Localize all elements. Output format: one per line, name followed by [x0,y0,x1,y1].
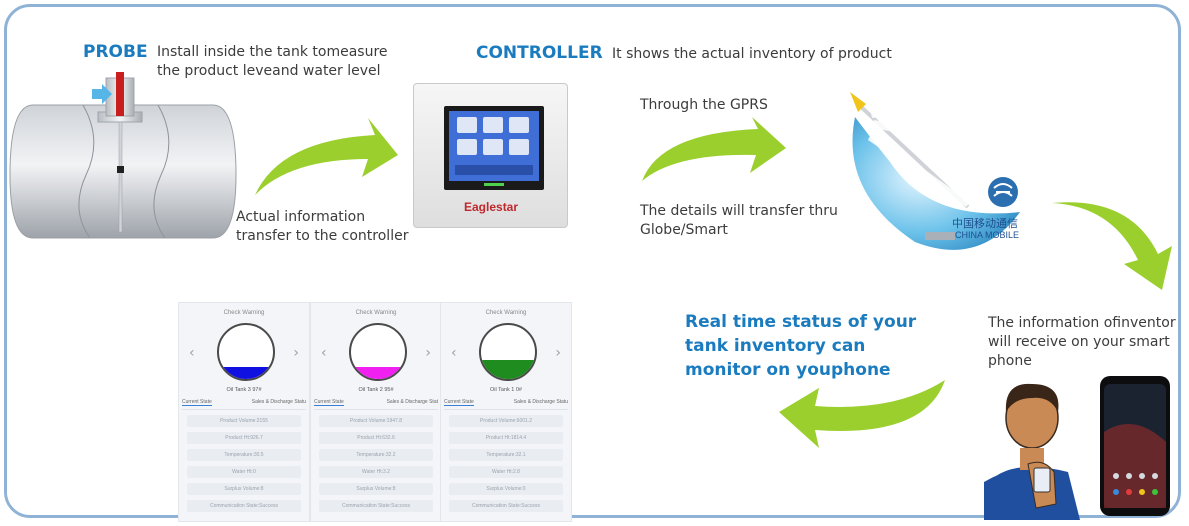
tank-name-label: Oil Tank 3 97# [226,387,262,393]
chevron-left-icon[interactable]: ‹ [189,345,195,361]
tank-name-label: Oil Tank 1 0# [489,387,522,393]
tank-level-fill [481,359,535,379]
outer-frame [4,4,1181,518]
receive-line1: The information ofinventor [988,315,1176,331]
tank-level-gauge [217,323,275,381]
controller-description: It shows the actual inventory of product [612,46,892,62]
realtime-line3: monitor on youphone [685,360,891,380]
controller-screen-bezel [444,106,544,190]
probe-desc-line1: Install inside the tank tomeasure [157,44,388,60]
gprs-details-line1: The details will transfer thru [640,203,838,219]
panel-data-row: Water Ht:3.2 [319,466,433,478]
panel-data-row: Communication State:Success [187,500,301,512]
phone-in-hand-icon [1033,467,1051,493]
chevron-left-icon[interactable]: ‹ [451,345,457,361]
gprs-label: Through the GPRS [640,97,768,113]
receive-description: The information ofinventor will receive … [988,314,1178,371]
panel-data-row: Temperature:32.2 [319,449,433,461]
controller-brand-label: Eaglestar [464,200,519,214]
tab-sales-discharge[interactable]: Sales & Discharge Stat [386,399,438,405]
chevron-right-icon[interactable]: › [293,345,299,361]
controller-device: Eaglestar [413,83,568,228]
panel-data-row: Water Ht:0 [187,466,301,478]
panel-title[interactable]: Check Warning [355,310,397,316]
gprs-details-line2: Globe/Smart [640,222,728,238]
receive-line2: will receive on your smart [988,334,1170,350]
receive-line3: phone [988,353,1032,369]
realtime-line2: tank inventory can [685,336,866,356]
arrow-phone-to-screens [779,380,945,448]
tab-current-state[interactable]: Current State [444,399,474,406]
tank-panel: Check Warning ‹ › Oil Tank 1 0# Current Stat… [440,302,572,522]
panel-title[interactable]: Check Warning [485,310,527,316]
panel-data-row: Product Volume:2155 [187,415,301,427]
panel-data-row: Product Ht:926.7 [187,432,301,444]
chevron-right-icon[interactable]: › [555,345,561,361]
realtime-status-text: Real time status of your tank inventory … [685,310,945,382]
tab-current-state[interactable]: Current State [182,399,212,406]
tank-name-label: Oil Tank 2 95# [358,387,394,393]
tank-panel: Check Warning ‹ › Oil Tank 2 95# Current Sta… [310,302,442,522]
panel-data-row: Surplus Volume:8 [319,483,433,495]
panel-data-row: Product Ht:632.6 [319,432,433,444]
probe-description: Install inside the tank tomeasure the pr… [157,43,397,81]
tab-sales-discharge[interactable]: Sales & Discharge Statu [513,399,568,405]
panel-data-row: Water Ht:2.8 [449,466,563,478]
arrow1-caption: Actual information transfer to the contr… [236,208,436,246]
arrow-controller-to-satellite [642,117,786,181]
tank-panel: Check Warning ‹ › Oil Tank 3 97# Current Sta… [178,302,310,522]
controller-title: CONTROLLER [476,43,603,63]
panel-data-row: Temperature:32.1 [449,449,563,461]
china-mobile-english-label: CHINA MOBILE [955,230,1020,240]
panel-title[interactable]: Check Warning [223,310,265,316]
panel-data-row: Surplus Volume:8 [187,483,301,495]
panel-tabs: Current State Sales & Discharge Statu [444,399,568,410]
panel-data-row: Temperature:30.5 [187,449,301,461]
realtime-line1: Real time status of your [685,312,917,332]
panel-data-row: Surplus Volume:0 [449,483,563,495]
panel-data-row: Product Volume:1947.8 [319,415,433,427]
tank-level-fill [351,367,405,379]
chevron-right-icon[interactable]: › [425,345,431,361]
arrow1-caption-line1: Actual information [236,209,366,225]
chevron-left-icon[interactable]: ‹ [321,345,327,361]
panel-data-row: Communication State:Success [449,500,563,512]
arrow-satellite-to-phone [1052,202,1172,290]
satellite-dish-illustration [850,92,1020,250]
arrow-tank-to-controller [255,118,398,195]
panel-tabs: Current State Sales & Discharge Statu [182,399,306,410]
probe-desc-line2: the product leveand water level [157,63,381,79]
tank-level-gauge [479,323,537,381]
panel-tabs: Current State Sales & Discharge Stat [314,399,438,410]
probe-title: PROBE [83,42,148,62]
arrow1-caption-line2: transfer to the controller [236,228,409,244]
gprs-details: The details will transfer thru Globe/Sma… [640,202,840,240]
panel-data-row: Product Volume:6001.2 [449,415,563,427]
man-with-smartphone-illustration [984,376,1170,520]
china-mobile-chinese-label: 中国移动通信 [952,217,1018,230]
panel-data-row: Communication State:Success [319,500,433,512]
tank-level-fill [219,367,273,379]
tank-level-gauge [349,323,407,381]
tab-sales-discharge[interactable]: Sales & Discharge Statu [251,399,306,405]
panel-data-row: Product Ht:1814.4 [449,432,563,444]
controller-screen [449,111,539,181]
tab-current-state[interactable]: Current State [314,399,344,406]
tank-with-probe-illustration [9,72,237,239]
